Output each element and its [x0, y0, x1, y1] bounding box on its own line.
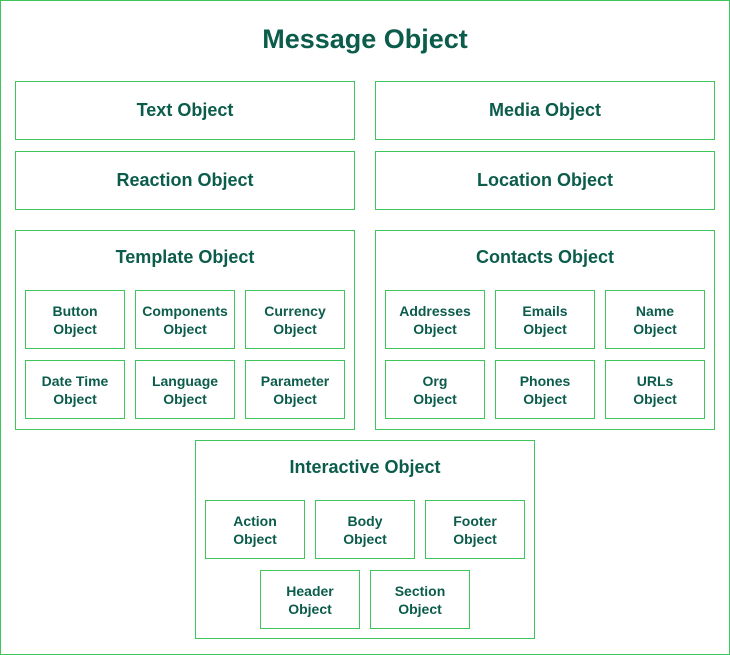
header-object-box: Header Object	[260, 570, 360, 629]
leaf-label: Date Time	[41, 372, 109, 389]
leaf-label: Org	[422, 372, 448, 389]
body-object-box: Body Object	[315, 500, 415, 559]
phones-object-box: Phones Object	[495, 360, 595, 419]
leaf-label: Object	[523, 320, 567, 337]
leaf-label: Object	[53, 320, 97, 337]
text-object-box: Text Object	[15, 81, 355, 140]
leaf-label: Components	[142, 302, 228, 319]
diagram-title: Message Object	[262, 24, 468, 54]
interactive-object-group: Interactive Object Action Object Body Ob…	[195, 440, 535, 639]
leaf-label: Parameter	[260, 372, 330, 389]
leaf-label: Object	[413, 320, 457, 337]
leaf-label: Name	[635, 302, 675, 319]
media-object-box: Media Object	[375, 81, 715, 140]
footer-object-box: Footer Object	[425, 500, 525, 559]
leaf-label: Object	[633, 390, 677, 407]
template-object-group: Template Object Button Object Components…	[15, 230, 355, 430]
leaf-label: Object	[453, 530, 497, 547]
leaf-label: Language	[151, 372, 219, 389]
leaf-label: Object	[273, 320, 317, 337]
components-object-box: Components Object	[135, 290, 235, 349]
interactive-object-title: Interactive Object	[289, 457, 441, 477]
leaf-label: Object	[413, 390, 457, 407]
addresses-object-box: Addresses Object	[385, 290, 485, 349]
leaf-label: Body	[347, 512, 383, 529]
leaf-label: Object	[398, 600, 442, 617]
parameter-object-box: Parameter Object	[245, 360, 345, 419]
emails-object-box: Emails Object	[495, 290, 595, 349]
leaf-label: Footer	[453, 512, 497, 529]
leaf-label: Object	[343, 530, 387, 547]
button-object-box: Button Object	[25, 290, 125, 349]
leaf-label: Emails	[522, 302, 568, 319]
leaf-label: Header	[286, 582, 334, 599]
leaf-label: URLs	[636, 372, 674, 389]
urls-object-box: URLs Object	[605, 360, 705, 419]
action-object-box: Action Object	[205, 500, 305, 559]
language-object-box: Language Object	[135, 360, 235, 419]
leaf-label: Object	[233, 530, 277, 547]
section-object-box: Section Object	[370, 570, 470, 629]
leaf-label: Action	[233, 512, 277, 529]
leaf-label: Object	[53, 390, 97, 407]
leaf-label: Object	[163, 390, 207, 407]
leaf-label: Currency	[264, 302, 326, 319]
contacts-object-group: Contacts Object Addresses Object Emails …	[375, 230, 715, 430]
reaction-object-box: Reaction Object	[15, 151, 355, 210]
leaf-label: Object	[273, 390, 317, 407]
leaf-label: Object	[288, 600, 332, 617]
currency-object-box: Currency Object	[245, 290, 345, 349]
leaf-label: Object	[163, 320, 207, 337]
leaf-label: Section	[394, 582, 446, 599]
template-object-title: Template Object	[115, 247, 255, 267]
leaf-label: Object	[523, 390, 567, 407]
contacts-object-title: Contacts Object	[475, 247, 615, 267]
leaf-label: Object	[633, 320, 677, 337]
leaf-label: Addresses	[399, 302, 471, 319]
location-object-box: Location Object	[375, 151, 715, 210]
date-time-object-box: Date Time Object	[25, 360, 125, 419]
leaf-label: Button	[52, 302, 98, 319]
org-object-box: Org Object	[385, 360, 485, 419]
leaf-label: Phones	[519, 372, 571, 389]
name-object-box: Name Object	[605, 290, 705, 349]
